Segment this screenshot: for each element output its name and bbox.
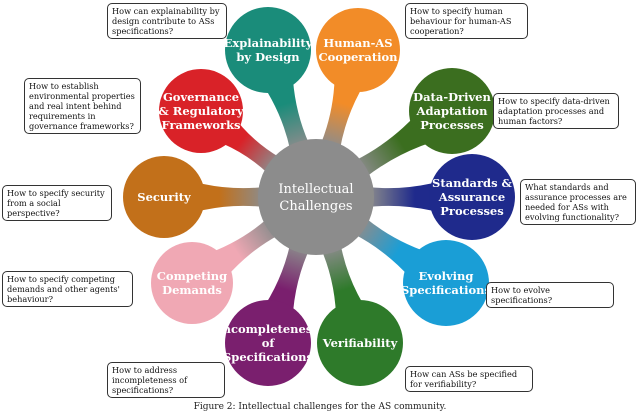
node-standards [429, 154, 515, 240]
question-evolving: How to evolve specifications? [486, 282, 614, 308]
node-label-data-driven: Processes [420, 118, 483, 132]
node-label-human-as: Human-AS [323, 36, 392, 50]
node-explainability [225, 7, 311, 93]
question-governance: How to establish environmental propertie… [24, 78, 141, 134]
node-data-driven [409, 68, 495, 154]
question-incompleteness: How to address incompleteness of specifi… [107, 362, 225, 398]
node-label-incompleteness: Incompleteness [217, 322, 319, 336]
node-competing [151, 242, 233, 324]
question-verifiability: How can ASs be specified for verifiabili… [405, 366, 533, 392]
node-label-incompleteness: Specifications [223, 350, 313, 364]
node-label-standards: Processes [440, 204, 503, 218]
node-label-governance: Governance [163, 90, 239, 104]
node-label-explainability: Explainability [224, 36, 313, 50]
node-label-verifiability: Verifiability [322, 336, 398, 350]
question-explainability: How can explainability by design contrib… [107, 3, 227, 39]
node-label-competing: Competing [157, 269, 227, 283]
node-label-security: Security [137, 190, 191, 204]
center-label-line1: Intellectual [278, 182, 353, 197]
node-human-as [316, 8, 400, 92]
node-label-standards: Standards & [432, 176, 512, 190]
question-human-as: How to specify human behaviour for human… [405, 3, 528, 39]
node-label-data-driven: Data-Driven [413, 90, 491, 104]
node-verifiability [317, 300, 403, 386]
node-label-human-as: Cooperation [318, 50, 398, 64]
question-competing: How to specify competing demands and oth… [2, 271, 133, 307]
figure-caption: Figure 2: Intellectual challenges for th… [193, 402, 447, 412]
center-label-line2: Challenges [279, 199, 352, 214]
node-label-governance: & Regulatory [158, 104, 244, 118]
node-label-governance: Frameworks [161, 118, 240, 132]
node-security [123, 156, 205, 238]
question-security: How to specify security from a social pe… [2, 185, 112, 221]
node-label-data-driven: Adaptation [416, 104, 489, 118]
node-incompleteness [225, 300, 311, 386]
node-label-evolving: Specifications [401, 283, 491, 297]
node-evolving [403, 240, 489, 326]
node-governance [159, 69, 243, 153]
question-data-driven: How to specify data-driven adaptation pr… [493, 93, 619, 129]
node-label-competing: Demands [162, 283, 222, 297]
question-standards: What standards and assurance processes a… [520, 179, 636, 225]
node-label-evolving: Evolving [419, 269, 474, 283]
node-label-standards: Assurance [438, 190, 505, 204]
node-label-explainability: by Design [236, 50, 300, 64]
center-circle [258, 139, 374, 255]
node-label-incompleteness: of [262, 336, 276, 350]
